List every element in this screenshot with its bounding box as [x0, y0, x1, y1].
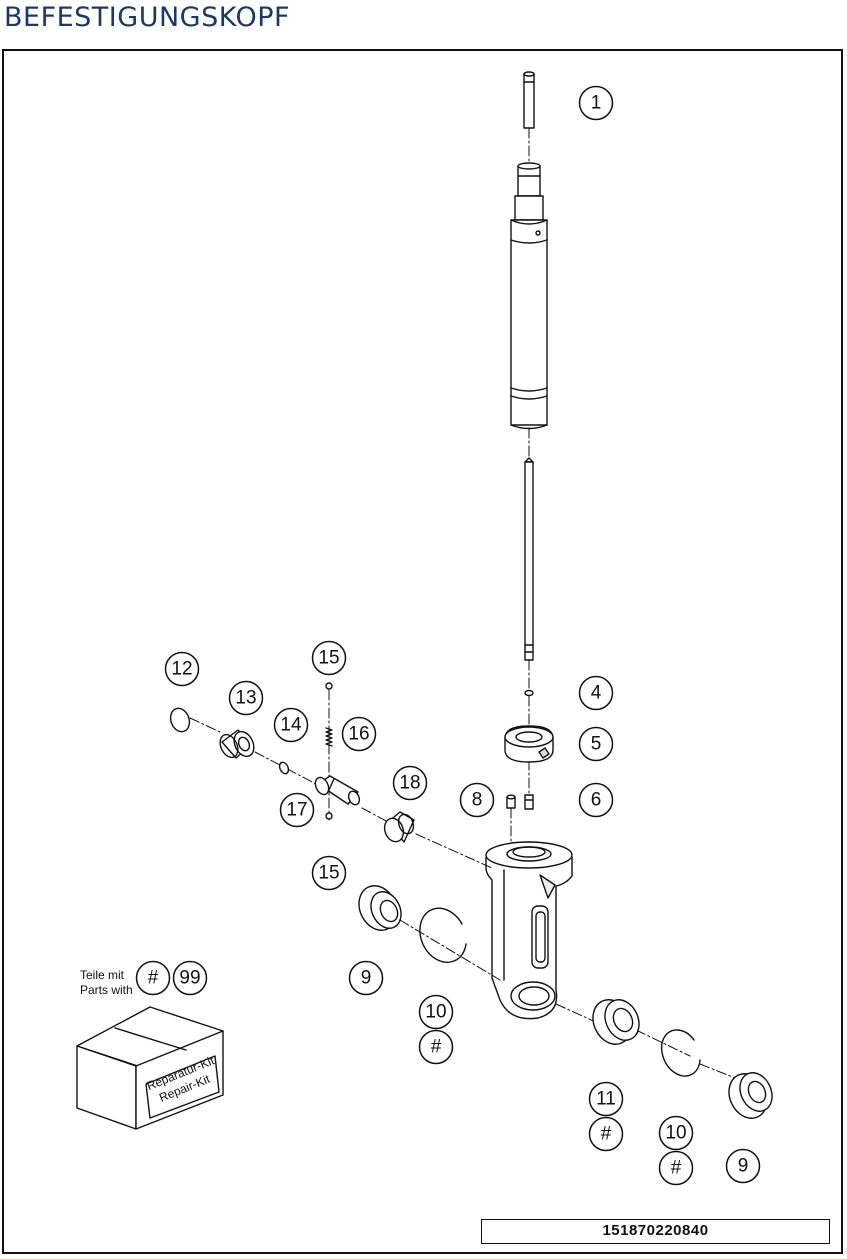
callout-label-9a: 9 — [361, 968, 372, 989]
kit-marker-label: # — [148, 968, 159, 989]
mounting-arm-housing — [485, 841, 573, 1020]
kit-number-label: 99 — [179, 968, 200, 989]
callout-label-9b: 9 — [738, 1156, 749, 1177]
callout-circle-11h — [588, 1116, 624, 1152]
kit-number-circle — [172, 960, 208, 996]
piston-rod — [524, 457, 534, 661]
part-6-bolt — [524, 794, 534, 810]
callout-label-18: 18 — [399, 773, 420, 794]
callout-label-11: 11 — [596, 1089, 616, 1110]
callout-circle-9b — [725, 1148, 761, 1184]
callout-label-13: 13 — [235, 688, 256, 709]
part-10-circlip-right — [660, 1029, 701, 1077]
callout-circle-5 — [578, 726, 614, 762]
callout-label-10b-hash: # — [671, 1158, 682, 1179]
part-14-ring — [278, 761, 290, 775]
part-9-cap-left — [358, 885, 402, 931]
part-10-circlip-left — [419, 907, 467, 963]
kit-legend-line-1: Teile mit — [80, 968, 125, 982]
repair-kit-box — [76, 1006, 224, 1130]
part-1-pin — [523, 71, 535, 129]
callout-circle-15a — [311, 640, 347, 676]
callout-circle-4 — [578, 675, 614, 711]
callout-circle-10a — [418, 994, 454, 1030]
callout-circle-6 — [578, 782, 614, 818]
callout-circle-8 — [459, 782, 495, 818]
callout-label-10a-hash: # — [431, 1037, 442, 1058]
callout-label-14: 14 — [280, 715, 302, 736]
callout-circle-15b — [311, 855, 347, 891]
part-8-pin — [506, 794, 516, 809]
callout-label-11-hash: # — [601, 1124, 612, 1145]
part-9-cap-right — [728, 1072, 773, 1119]
part-11-bearing — [592, 999, 640, 1045]
callout-circle-9a — [348, 960, 384, 996]
part-5-nut — [504, 725, 554, 763]
callout-label-17: 17 — [286, 800, 307, 821]
callout-circle-10ah — [418, 1029, 454, 1065]
callout-circle-11 — [588, 1081, 624, 1117]
callout-label-4: 4 — [591, 683, 602, 704]
cylinder-assembly — [510, 162, 548, 430]
callout-circle-10b — [658, 1115, 694, 1151]
callout-circle-16 — [341, 716, 377, 752]
callout-circle-18 — [392, 765, 428, 801]
callout-label-15b: 15 — [318, 863, 339, 884]
callout-circle-14 — [273, 707, 309, 743]
callout-circle-12 — [164, 651, 200, 687]
diagram-frame — [2, 49, 843, 1254]
part-13-bushing — [219, 729, 255, 759]
callout-label-5: 5 — [591, 734, 602, 755]
callout-label-15a: 15 — [318, 648, 339, 669]
callout-label-8: 8 — [472, 790, 483, 811]
horizontal-axis-lines — [189, 717, 741, 1081]
callout-label-12: 12 — [171, 659, 192, 680]
callout-circle-1 — [578, 85, 614, 121]
drawing-number-box: 151870220840 — [481, 1219, 830, 1244]
callout-circle-10bh — [658, 1150, 694, 1186]
part-18-cap — [383, 811, 415, 843]
callout-label-16: 16 — [348, 724, 369, 745]
callout-circle-17 — [279, 792, 315, 828]
part-17-valve — [314, 775, 361, 806]
callout-label-1: 1 — [591, 93, 602, 114]
part-15-16-spring — [325, 682, 333, 820]
callout-label-10a: 10 — [425, 1002, 446, 1023]
page-title: BEFESTIGUNGSKOPF — [4, 2, 291, 33]
kit-legend-line-2: Parts with — [80, 983, 133, 997]
callout-circles — [135, 85, 761, 1186]
kit-marker-circle — [135, 960, 171, 996]
part-4-ring — [524, 689, 534, 697]
callout-label-10b: 10 — [665, 1123, 686, 1144]
callout-circle-13 — [228, 680, 264, 716]
callout-label-6: 6 — [591, 790, 602, 811]
part-12-ring — [169, 707, 191, 733]
